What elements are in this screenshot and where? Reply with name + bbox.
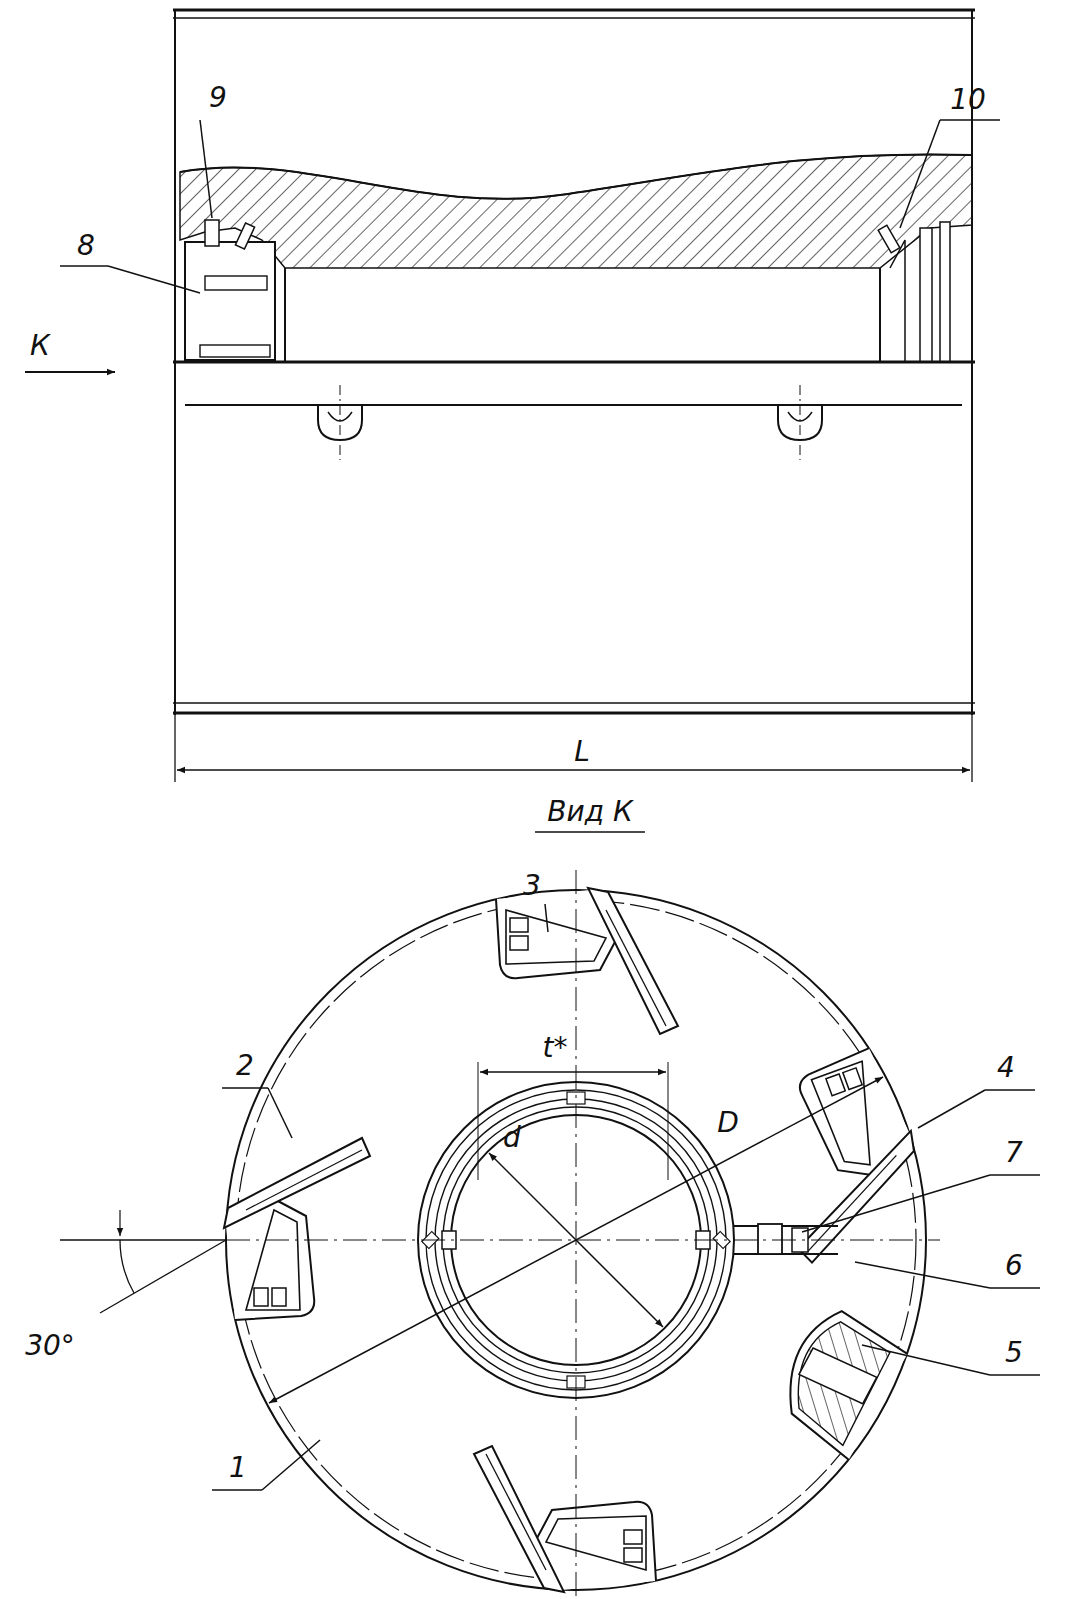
callout-number: 7 <box>1003 1138 1025 1168</box>
callout-number: 10 <box>948 85 988 115</box>
view-title: Вид К <box>545 797 635 827</box>
callout-number: 8 <box>75 231 97 261</box>
callout-number: 5 <box>1003 1338 1025 1368</box>
dimension-label: t* <box>541 1033 570 1063</box>
callout-number: 1 <box>227 1453 249 1483</box>
callout-number: 2 <box>234 1051 256 1081</box>
dimension-label: D <box>715 1108 741 1138</box>
callout-number: 3 <box>521 871 543 901</box>
callout-number: 9 <box>207 83 229 113</box>
dimension-label: d <box>501 1123 523 1153</box>
view-arrow-letter: К <box>28 331 52 361</box>
callout-number: 6 <box>1003 1251 1025 1281</box>
dimension-label: L <box>572 737 592 767</box>
callout-number: 4 <box>995 1053 1017 1083</box>
angle-label: 30° <box>23 1331 77 1361</box>
